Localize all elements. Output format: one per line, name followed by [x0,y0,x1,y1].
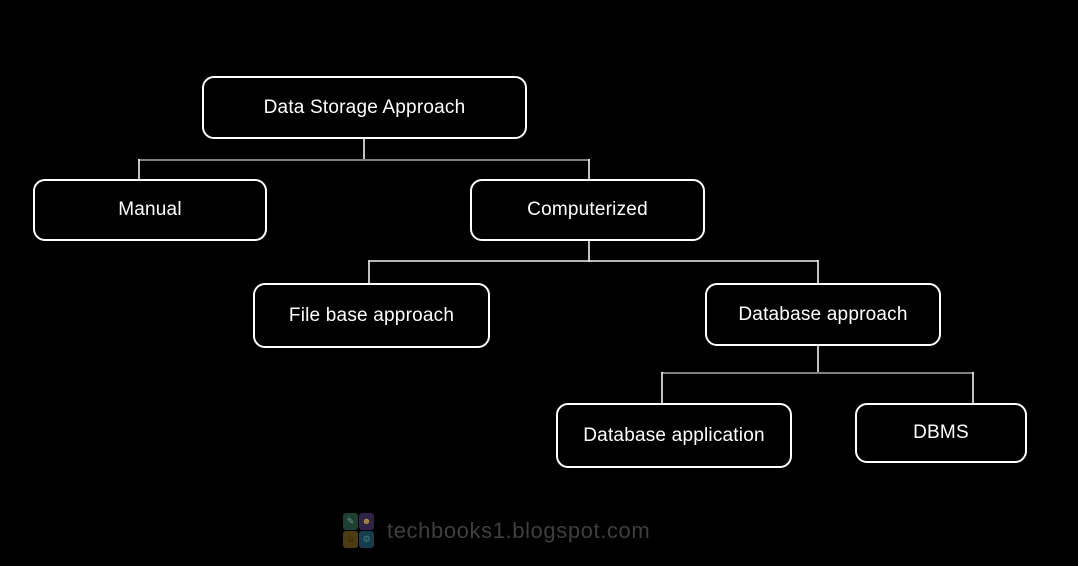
node-label: Computerized [527,199,648,220]
node-label: Manual [118,199,182,220]
node-label: Data Storage Approach [263,96,466,118]
node-data-storage-approach: Data Storage Approach [202,76,527,139]
connector-computerized-children [368,241,819,284]
logo-quadrant-smiley-icon: ☺ [343,531,358,548]
watermark: ✎ ☻ ☺ ⚙ techbooks1.blogspot.com [343,513,650,548]
node-label: Database approach [738,303,908,325]
node-file-base-approach: File base approach [253,283,490,348]
node-label: DBMS [913,422,969,443]
connector-root-children [138,139,590,180]
node-dbms: DBMS [855,403,1027,463]
node-label: Database application [583,424,765,446]
logo-quadrant-gear-icon: ⚙ [359,531,374,548]
node-manual: Manual [33,179,267,241]
node-label: File base approach [288,304,455,326]
logo-quadrant-pencil-icon: ✎ [343,513,358,530]
puzzle-collage-logo-icon: ✎ ☻ ☺ ⚙ [343,513,374,548]
logo-quadrant-face-icon: ☻ [359,513,374,530]
watermark-text: techbooks1.blogspot.com [387,517,651,543]
node-database-approach: Database approach [705,283,941,346]
node-database-application: Database application [556,403,792,468]
node-computerized: Computerized [470,179,705,241]
connector-database-approach-children [661,346,974,404]
